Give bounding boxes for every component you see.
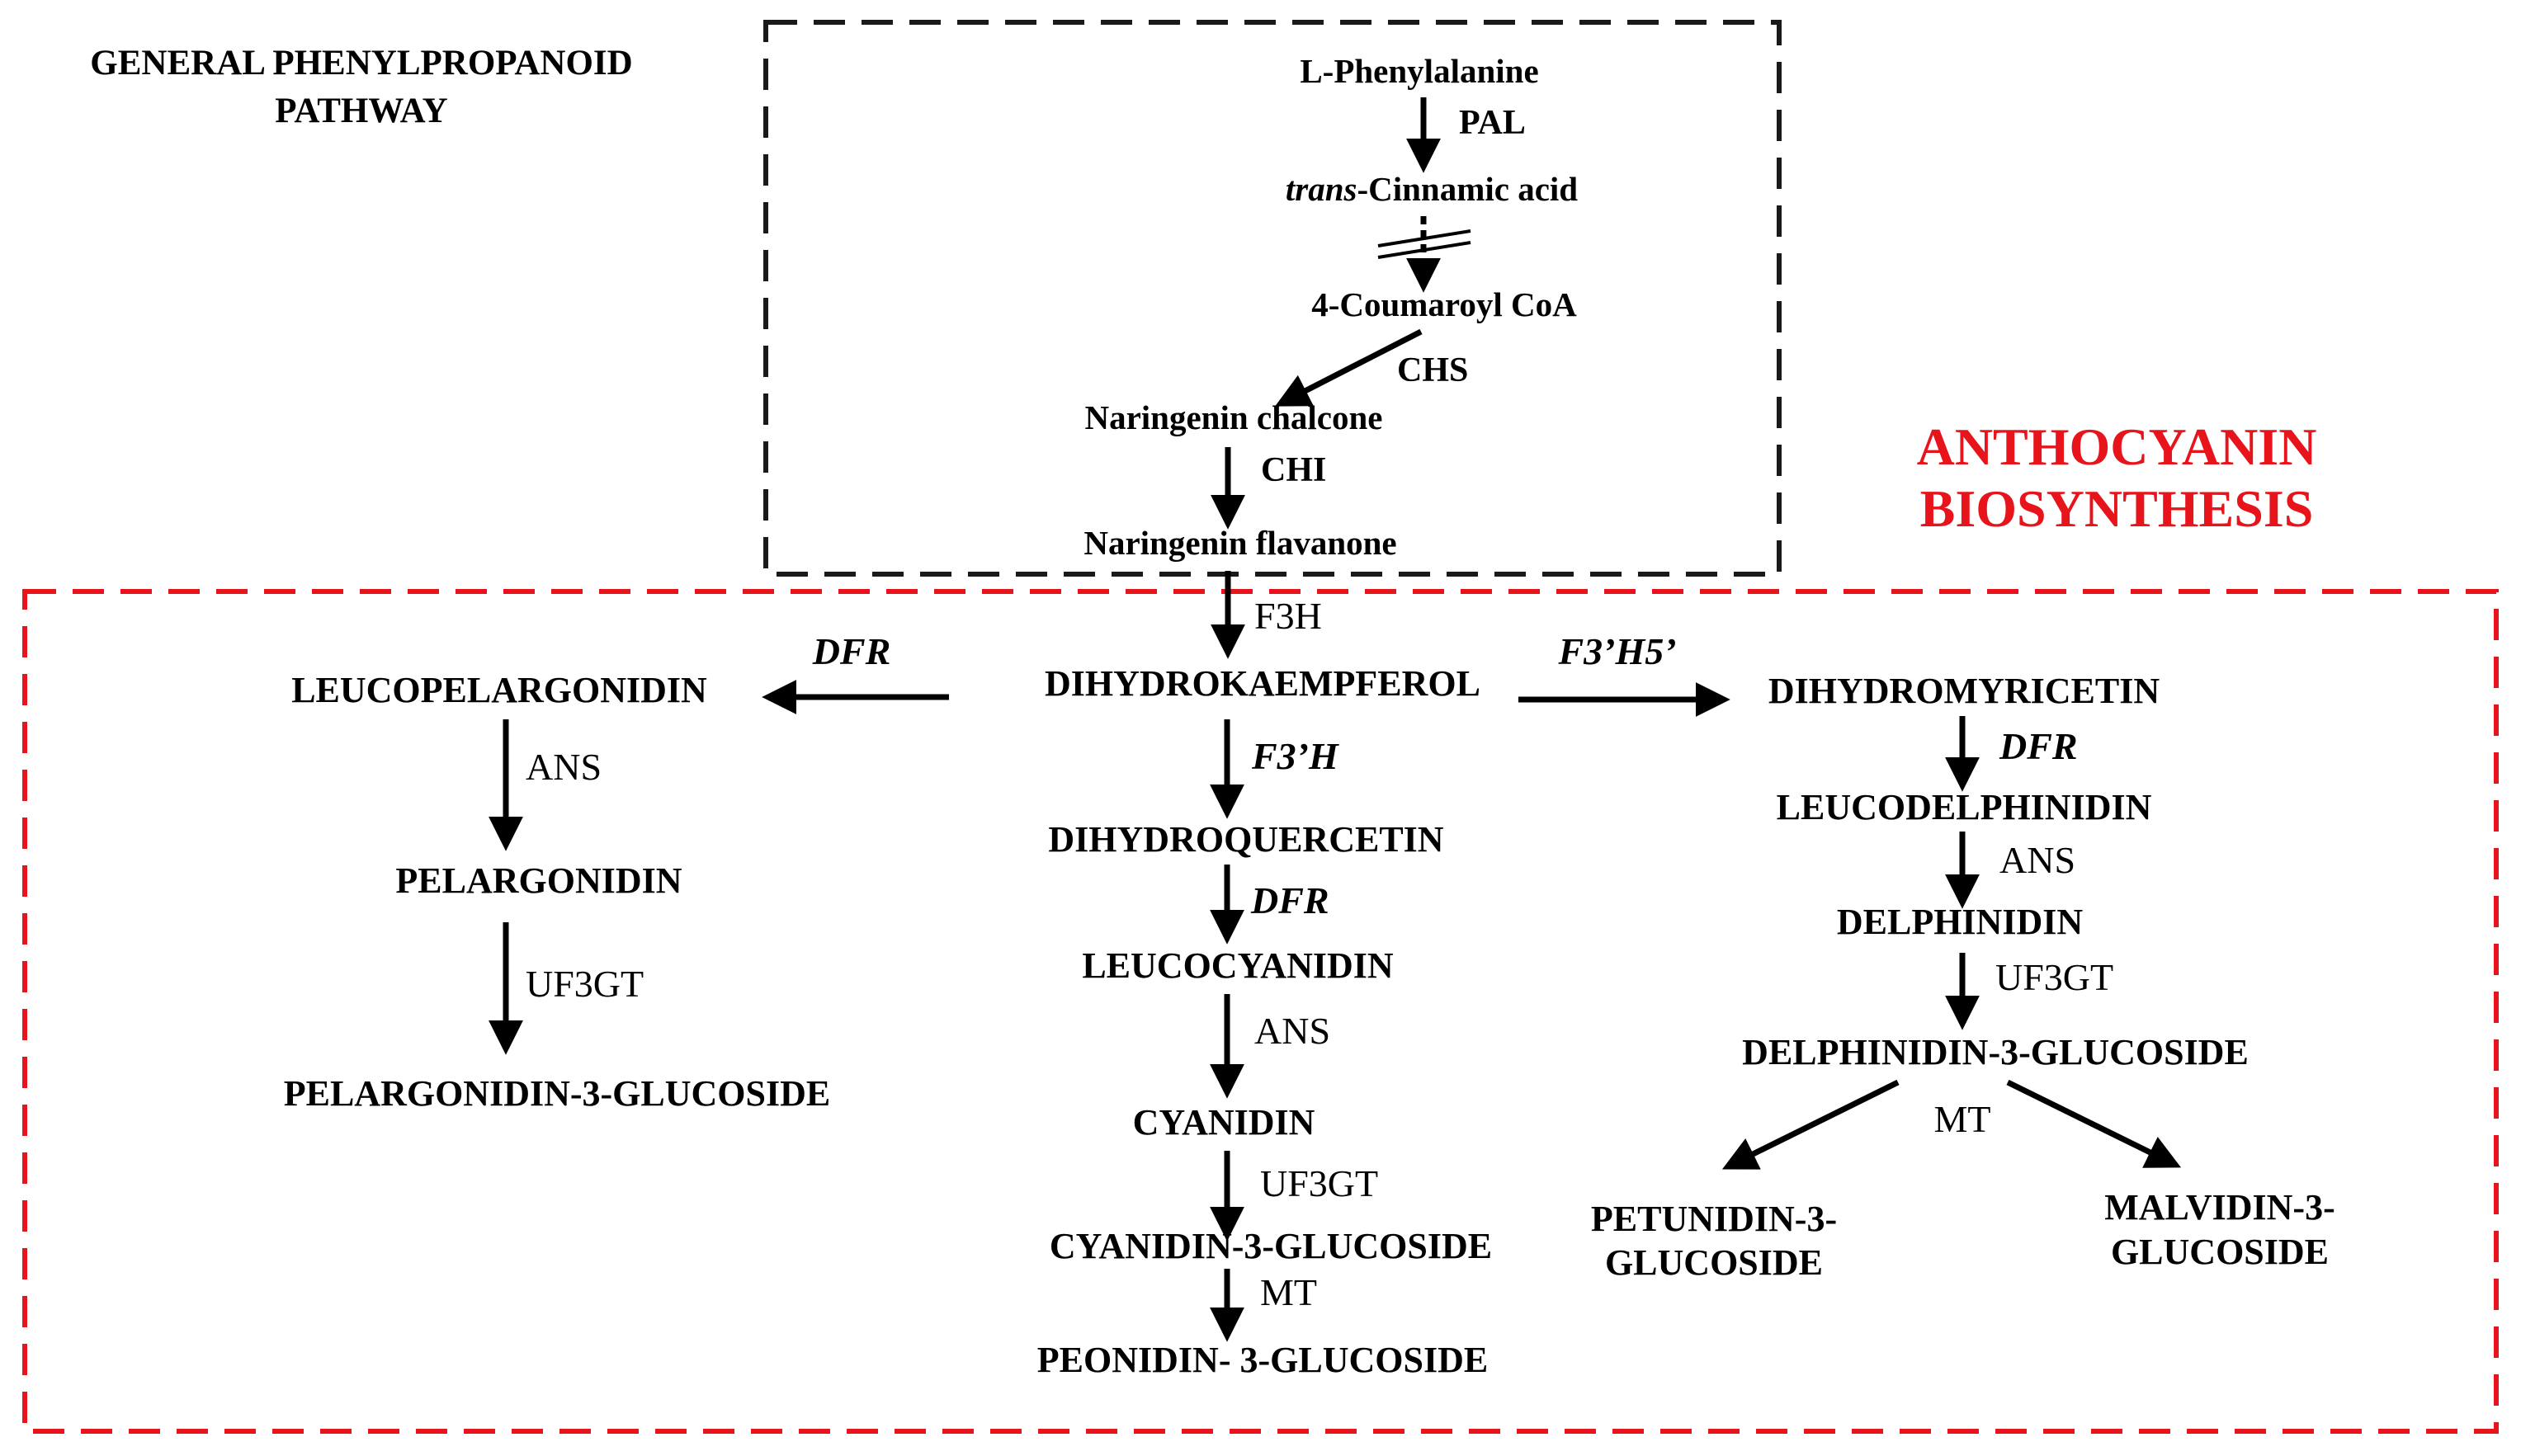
- node-pelargonidin: PELARGONIDIN: [395, 860, 682, 901]
- break-mark-2: [1377, 241, 1471, 259]
- arrow-chs: [1275, 328, 1423, 407]
- node-delphinidin-3-glucoside: DELPHINIDIN-3-GLUCOSIDE: [1742, 1032, 2249, 1072]
- enzyme-dfr-right: DFR: [1999, 725, 2078, 767]
- node-delphinidin: DELPHINIDIN: [1837, 902, 2083, 942]
- node-dihydrokaempferol: DIHYDROKAEMPFEROL: [1045, 663, 1480, 704]
- enzyme-uf3gt-left: UF3GT: [526, 963, 644, 1005]
- enzyme-ans-mid: ANS: [1254, 1010, 1330, 1052]
- node-dihydroquercetin: DIHYDROQUERCETIN: [1048, 819, 1443, 860]
- node-4-coumaroyl-coa: 4-Coumaroyl CoA: [1311, 285, 1577, 323]
- node-peonidin-3-glucoside: PEONIDIN- 3-GLUCOSIDE: [1037, 1340, 1488, 1380]
- node-leucodelphinidin: LEUCODELPHINIDIN: [1777, 787, 2152, 827]
- enzyme-uf3gt-right: UF3GT: [1995, 956, 2113, 998]
- anthocyanin-title-line1: ANTHOCYANIN: [1917, 417, 2317, 476]
- enzyme-chs: CHS: [1397, 351, 1468, 389]
- node-leucocyanidin: LEUCOCYANIDIN: [1082, 945, 1394, 986]
- enzyme-mt-right: MT: [1934, 1098, 1991, 1140]
- cinnamic-acid-rest: -Cinnamic acid: [1357, 170, 1578, 208]
- node-pelargonidin-3-glucoside: PELARGONIDIN-3-GLUCOSIDE: [284, 1073, 831, 1114]
- enzyme-ans-left: ANS: [526, 746, 602, 788]
- node-l-phenylalanine: L-Phenylalanine: [1300, 52, 1538, 90]
- enzyme-uf3gt-mid: UF3GT: [1260, 1162, 1378, 1204]
- node-cyanidin: CYANIDIN: [1133, 1102, 1315, 1143]
- node-malvidin-3-glucoside-line2: GLUCOSIDE: [2111, 1232, 2329, 1272]
- general-pathway-title-line2: PATHWAY: [275, 92, 447, 130]
- node-trans-cinnamic-acid: trans-Cinnamic acid: [1286, 170, 1578, 208]
- enzyme-f3prime-h: F3’H: [1251, 735, 1339, 777]
- enzyme-dfr-left: DFR: [812, 630, 891, 672]
- trans-prefix: trans: [1286, 170, 1357, 208]
- node-naringenin-flavanone: Naringenin flavanone: [1083, 524, 1396, 562]
- break-mark-1: [1377, 229, 1471, 247]
- enzyme-f3prime-h5prime: F3’H5’: [1557, 630, 1676, 672]
- general-pathway-box: [763, 20, 1782, 577]
- anthocyanin-biosynthesis-box: [22, 589, 2499, 1434]
- arrow-mt-right-malvidin: [2006, 1079, 2182, 1168]
- node-naringenin-chalcone: Naringenin chalcone: [1084, 398, 1382, 436]
- node-malvidin-3-glucoside-line1: MALVIDIN-3-: [2104, 1187, 2335, 1227]
- node-petunidin-3-glucoside-line2: GLUCOSIDE: [1605, 1242, 1823, 1283]
- enzyme-pal: PAL: [1459, 104, 1526, 142]
- node-petunidin-3-glucoside-line1: PETUNIDIN-3-: [1591, 1199, 1837, 1239]
- node-cyanidin-3-glucoside: CYANIDIN-3-GLUCOSIDE: [1050, 1226, 1492, 1266]
- anthocyanin-title-line2: BIOSYNTHESIS: [1920, 479, 2314, 538]
- enzyme-f3h: F3H: [1254, 595, 1322, 637]
- enzyme-mt-mid: MT: [1260, 1271, 1317, 1313]
- enzyme-chi: CHI: [1261, 451, 1326, 489]
- arrow-mt-right-petunidin: [1721, 1079, 1900, 1170]
- general-pathway-title-line1: GENERAL PHENYLPROPANOID: [90, 44, 632, 82]
- node-dihydromyricetin: DIHYDROMYRICETIN: [1768, 671, 2160, 711]
- node-leucopelargonidin: LEUCOPELARGONIDIN: [291, 670, 707, 710]
- enzyme-ans-right: ANS: [1999, 839, 2075, 881]
- enzyme-dfr-mid: DFR: [1250, 879, 1329, 921]
